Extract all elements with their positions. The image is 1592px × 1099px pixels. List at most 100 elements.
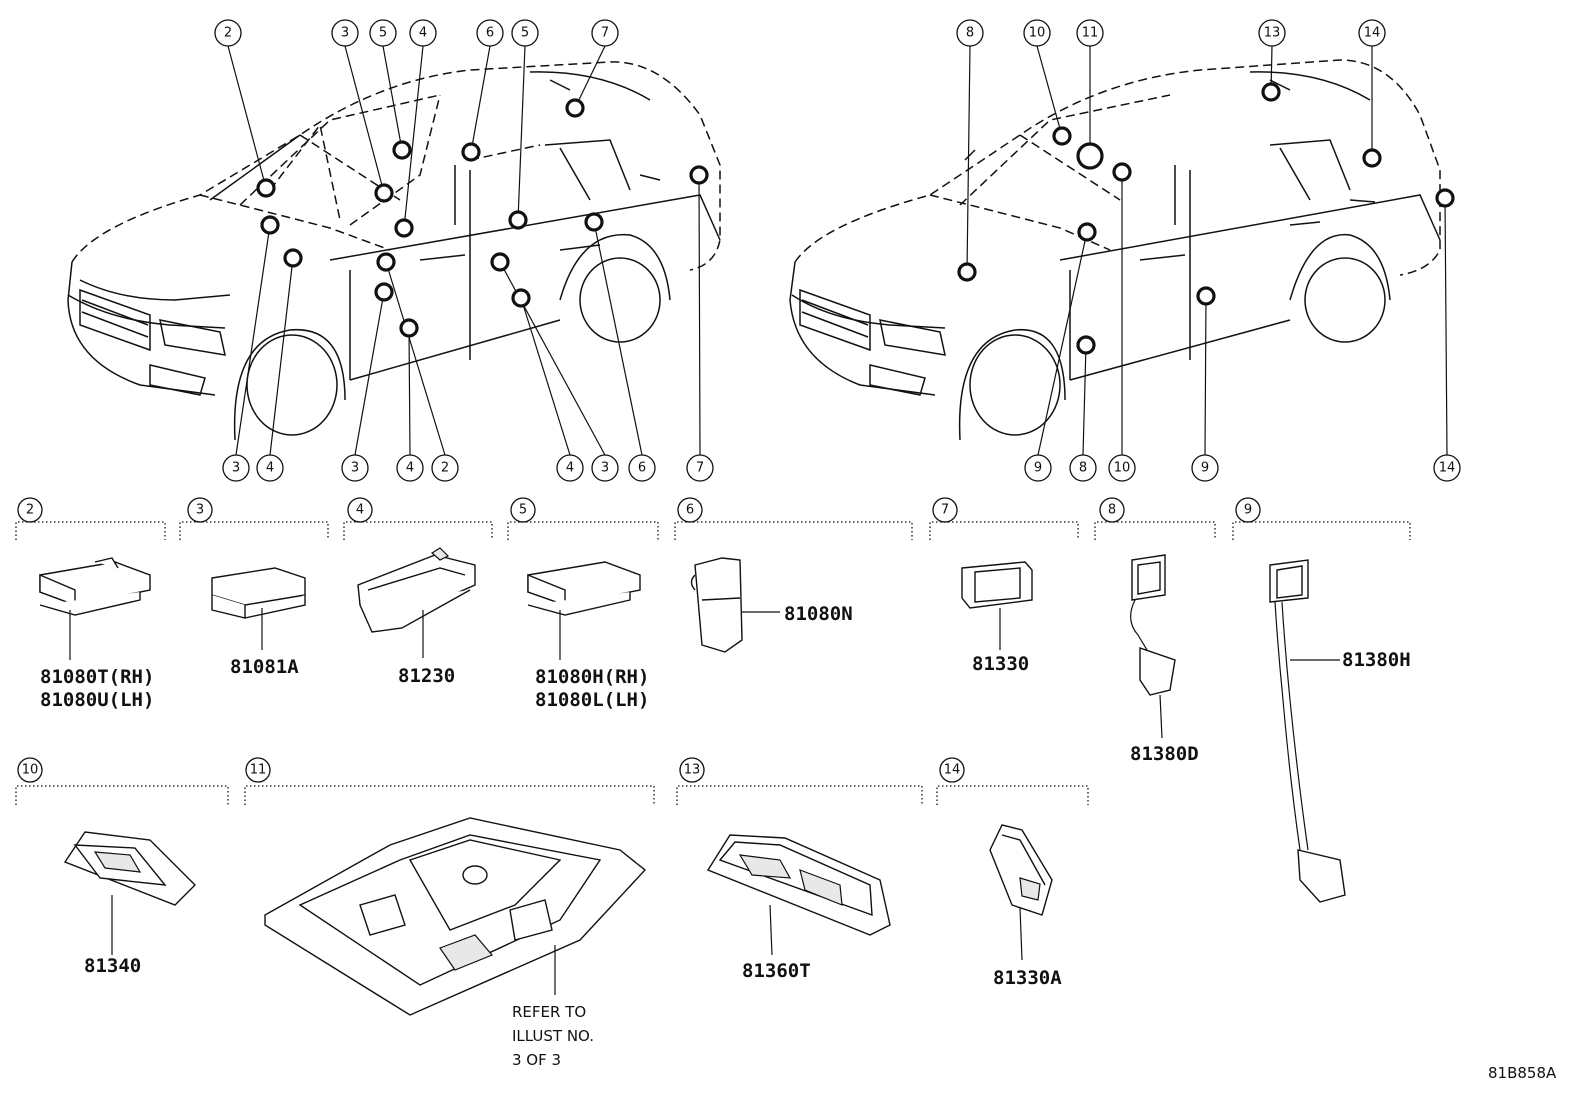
location-marker: [394, 218, 414, 238]
part-81080N-sensor-illustration: [690, 557, 780, 653]
leader-line: [520, 297, 571, 456]
part-number-81330A: 81330A: [993, 967, 1062, 989]
leader-line: [574, 45, 606, 109]
part-number-81360T: 81360T: [742, 960, 811, 982]
location-marker: [957, 262, 977, 282]
location-marker: [565, 98, 585, 118]
callout-number: 2: [441, 461, 449, 476]
callout-circle: [245, 757, 271, 783]
part-number-81330: 81330: [972, 653, 1029, 675]
callout-14: 14: [1358, 19, 1386, 47]
part-81380D-wire-illustration: [1130, 554, 1176, 739]
location-marker: [1076, 335, 1096, 355]
callout-10: 10: [17, 757, 43, 783]
callout-circle: [396, 454, 424, 482]
callout-6: 6: [677, 497, 703, 523]
leader-line: [408, 327, 411, 456]
callout-8: 8: [1099, 497, 1125, 523]
callout-10: 10: [1023, 19, 1051, 47]
callout-number: 3: [351, 461, 359, 476]
callout-circle: [1076, 19, 1104, 47]
callout-circle: [686, 454, 714, 482]
callout-circle: [1191, 454, 1219, 482]
callout-number: 4: [406, 461, 414, 476]
callout-number: 5: [521, 26, 529, 41]
location-marker: [1077, 222, 1097, 242]
vehicle-right-illustration: [789, 59, 1441, 441]
refer-note: REFER TO ILLUST NO. 3 OF 3: [512, 1003, 594, 1069]
callout-9: 9: [1235, 497, 1261, 523]
callout-number: 11: [250, 763, 267, 778]
section-brackets: [15, 521, 1411, 805]
callout-circle: [187, 497, 213, 523]
location-marker: [490, 252, 510, 272]
callout-13: 13: [679, 757, 705, 783]
part-number-81380H: 81380H: [1342, 649, 1411, 671]
location-markers: [256, 82, 1455, 355]
callout-7: 7: [591, 19, 619, 47]
callout-number: 14: [944, 763, 961, 778]
callout-number: 5: [379, 26, 387, 41]
leader-line: [517, 45, 526, 221]
callout-circle: [1099, 497, 1125, 523]
vehicle-left-illustration: [67, 61, 721, 441]
callout-circle: [409, 19, 437, 47]
callout-circle: [1069, 454, 1097, 482]
leader-line: [1444, 197, 1448, 456]
callout-10: 10: [1108, 454, 1136, 482]
leader-line: [403, 45, 424, 229]
callout-7: 7: [686, 454, 714, 482]
callout-number: 13: [1264, 26, 1281, 41]
callout-number: 8: [966, 26, 974, 41]
callout-number: 6: [486, 26, 494, 41]
callout-number: 3: [232, 461, 240, 476]
location-marker: [1076, 142, 1104, 170]
callout-number: 13: [684, 763, 701, 778]
callout-4: 4: [347, 497, 373, 523]
callout-3: 3: [187, 497, 213, 523]
location-marker: [399, 318, 419, 338]
callout-6: 6: [476, 19, 504, 47]
leader-line: [1036, 45, 1063, 137]
callout-circle: [1358, 19, 1386, 47]
callout-number: 9: [1201, 461, 1209, 476]
location-marker: [508, 210, 528, 230]
callout-circle: [1433, 454, 1461, 482]
callout-3: 3: [331, 19, 359, 47]
part-number-81080H: 81080H(RH): [535, 666, 649, 688]
callout-number: 4: [266, 461, 274, 476]
leader-line: [235, 224, 271, 456]
callout-number: 3: [341, 26, 349, 41]
callout-8: 8: [1069, 454, 1097, 482]
callout-circle: [628, 454, 656, 482]
location-marker: [584, 212, 604, 232]
callout-circle: [331, 19, 359, 47]
callout-circle: [591, 19, 619, 47]
callout-circle: [341, 454, 369, 482]
location-marker: [511, 288, 531, 308]
callout-9: 9: [1191, 454, 1219, 482]
callout-8: 8: [956, 19, 984, 47]
callout-number: 2: [26, 503, 34, 518]
part-number-81340: 81340: [84, 955, 141, 977]
note-line-3: 3 OF 3: [512, 1051, 561, 1069]
location-marker: [1112, 162, 1132, 182]
part-81081A-switch-illustration: [211, 567, 306, 650]
callout-number: 9: [1244, 503, 1252, 518]
callout-circle: [1258, 19, 1286, 47]
leader-line: [382, 45, 403, 151]
callout-number: 11: [1082, 26, 1099, 41]
leader-line: [385, 261, 446, 456]
callout-circle: [476, 19, 504, 47]
location-marker: [1435, 188, 1455, 208]
callout-number: 7: [941, 503, 949, 518]
callout-number: 7: [696, 461, 704, 476]
location-marker: [1362, 148, 1382, 168]
callout-circle: [431, 454, 459, 482]
callout-circle: [214, 19, 242, 47]
callout-circle: [956, 19, 984, 47]
callout-number: 2: [224, 26, 232, 41]
leader-line: [470, 45, 491, 153]
callout-2: 2: [17, 497, 43, 523]
leader-line: [698, 174, 701, 456]
